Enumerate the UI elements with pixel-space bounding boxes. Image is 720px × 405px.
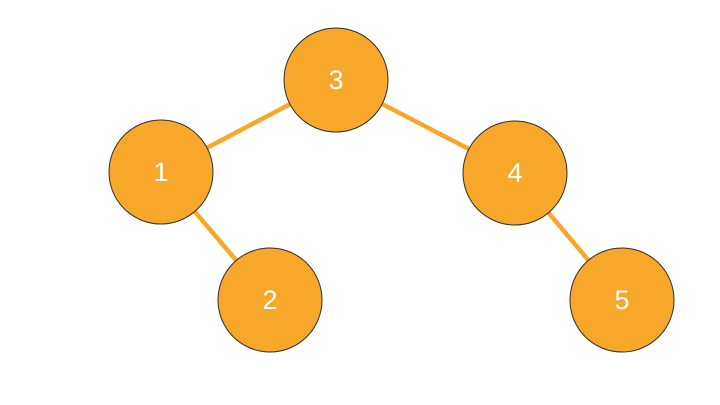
tree-node-circle-1: [108, 119, 214, 225]
tree-node-circle-4: [462, 120, 568, 226]
tree-node-5: 5: [569, 247, 675, 353]
tree-node-4: 4: [462, 120, 568, 226]
tree-node-2: 2: [217, 247, 323, 353]
tree-node-3: 3: [283, 27, 389, 133]
tree-node-circle-5: [569, 247, 675, 353]
tree-node-circle-3: [283, 27, 389, 133]
tree-node-1: 1: [108, 119, 214, 225]
tree-node-circle-2: [217, 247, 323, 353]
